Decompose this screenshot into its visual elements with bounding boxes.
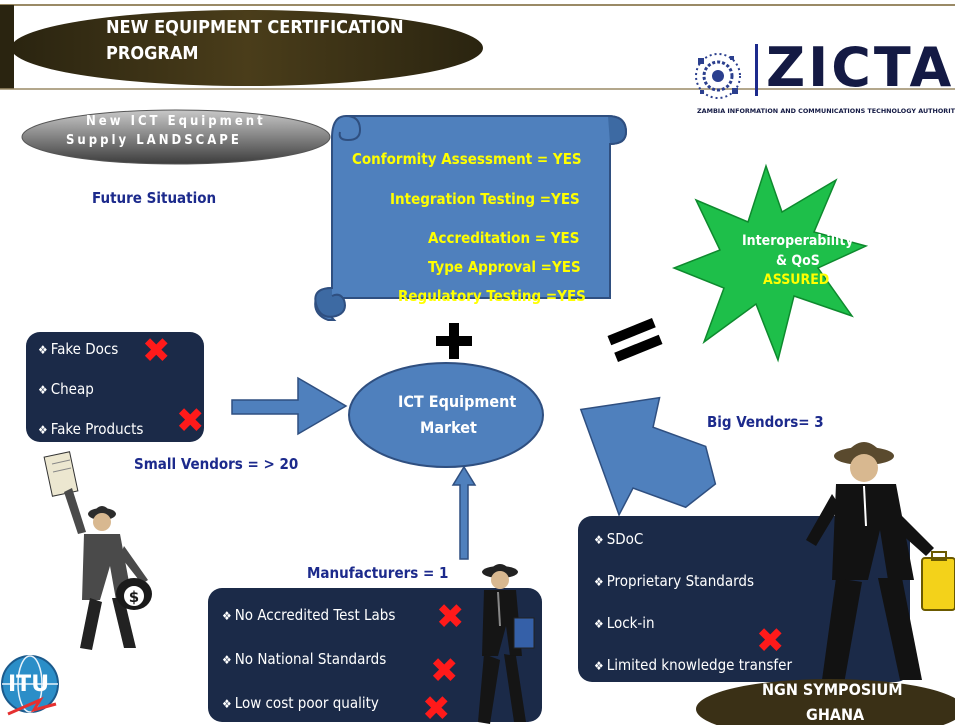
zicta-logo: ZICTA: [766, 36, 955, 99]
itu-logo-icon: [1, 655, 59, 716]
plus-icon: [436, 323, 472, 359]
footer-line2: GHANA: [806, 705, 865, 724]
arrow-right-icon: [231, 376, 348, 436]
manufacturer-figure: [478, 564, 535, 724]
diamond-bullet-icon: ❖: [594, 533, 604, 547]
page-title-line2: PROGRAM: [106, 43, 199, 64]
future-situation-label: Future Situation: [92, 189, 217, 207]
starburst-line3: ASSURED: [763, 272, 830, 288]
starburst-line1: Interoperability: [742, 233, 854, 249]
small-vendor-item-label: Cheap: [50, 380, 94, 398]
small-vendor-item: ❖Fake Docs: [38, 340, 118, 358]
big-vendor-item: ❖SDoC: [594, 530, 643, 548]
header-bar: [0, 4, 955, 90]
big-vendor-figure: [806, 442, 955, 684]
small-vendor-item: ❖Fake Products: [38, 420, 143, 438]
scroll-item-integration: Integration Testing =YES: [390, 190, 580, 208]
cross-icon: ✖: [430, 651, 459, 691]
manufacturer-item-label: No National Standards: [234, 650, 387, 668]
manufacturer-item-label: No Accredited Test Labs: [234, 606, 396, 624]
scroll-item-regulatory: Regulatory Testing =YES: [398, 287, 586, 305]
starburst-shape: [671, 163, 868, 363]
arrow-up-icon: [451, 465, 477, 560]
zicta-tagline: ZAMBIA INFORMATION AND COMMUNICATIONS TE…: [697, 107, 955, 115]
footer-band: [696, 679, 955, 725]
arrow-left-big-icon: [579, 396, 717, 517]
scroll-item-type-approval: Type Approval =YES: [428, 258, 581, 276]
scroll-item-accreditation: Accreditation = YES: [428, 229, 580, 247]
page-title: NEW EQUIPMENT CERTIFICATION: [106, 17, 404, 38]
diamond-bullet-icon: ❖: [222, 609, 232, 623]
small-vendors-box: [26, 332, 204, 442]
itu-logo-text: ITU: [8, 672, 50, 697]
equals-icon: [607, 318, 663, 362]
cross-icon: ✖: [756, 621, 785, 661]
big-vendor-item-label: Limited knowledge transfer: [606, 656, 793, 674]
diamond-bullet-icon: ❖: [38, 383, 48, 397]
diamond-bullet-icon: ❖: [594, 659, 604, 673]
landscape-badge-line2: Supply LANDSCAPE: [66, 133, 242, 148]
big-vendor-item-label: Proprietary Standards: [606, 572, 754, 590]
manufacturers-label: Manufacturers = 1: [307, 564, 449, 582]
cross-icon: ✖: [436, 597, 465, 637]
big-vendor-item-label: Lock-in: [606, 614, 655, 632]
landscape-badge: [21, 109, 331, 165]
small-vendor-item-label: Fake Products: [50, 420, 144, 438]
diamond-bullet-icon: ❖: [594, 575, 604, 589]
logo-divider: [755, 44, 758, 96]
manufacturer-item: ❖No National Standards: [222, 650, 386, 668]
market-ellipse: [348, 362, 544, 468]
diamond-bullet-icon: ❖: [38, 343, 48, 357]
small-vendor-item: ❖Cheap: [38, 380, 94, 398]
scroll-item-conformity: Conformity Assessment = YES: [352, 150, 582, 168]
requirements-scroll: [314, 115, 628, 321]
market-line1: ICT Equipment: [398, 392, 517, 411]
starburst-line2: & QoS: [776, 253, 820, 269]
footer-line1: NGN SYMPOSIUM: [762, 680, 903, 699]
manufacturer-item: ❖No Accredited Test Labs: [222, 606, 395, 624]
big-vendor-item: ❖Limited knowledge transfer: [594, 656, 792, 674]
landscape-badge-line1: New ICT Equipment: [86, 114, 266, 129]
cross-icon: ✖: [176, 401, 205, 441]
small-vendor-figure: $: [43, 451, 152, 650]
small-vendors-label: Small Vendors = > 20: [134, 455, 299, 473]
manufacturer-item-label: Low cost poor quality: [234, 694, 379, 712]
manufacturer-item: ❖Low cost poor quality: [222, 694, 379, 712]
cross-icon: ✖: [142, 331, 171, 371]
diamond-bullet-icon: ❖: [222, 697, 232, 711]
market-line2: Market: [420, 418, 477, 437]
big-vendor-item: ❖Lock-in: [594, 614, 655, 632]
small-vendor-item-label: Fake Docs: [50, 340, 119, 358]
diamond-bullet-icon: ❖: [38, 423, 48, 437]
globe-icon: [695, 53, 741, 99]
big-vendor-item: ❖Proprietary Standards: [594, 572, 754, 590]
cross-icon: ✖: [422, 689, 451, 725]
big-vendors-label: Big Vendors= 3: [707, 413, 824, 431]
svg-text:$: $: [129, 588, 139, 606]
diamond-bullet-icon: ❖: [594, 617, 604, 631]
big-vendor-item-label: SDoC: [606, 530, 644, 548]
diamond-bullet-icon: ❖: [222, 653, 232, 667]
